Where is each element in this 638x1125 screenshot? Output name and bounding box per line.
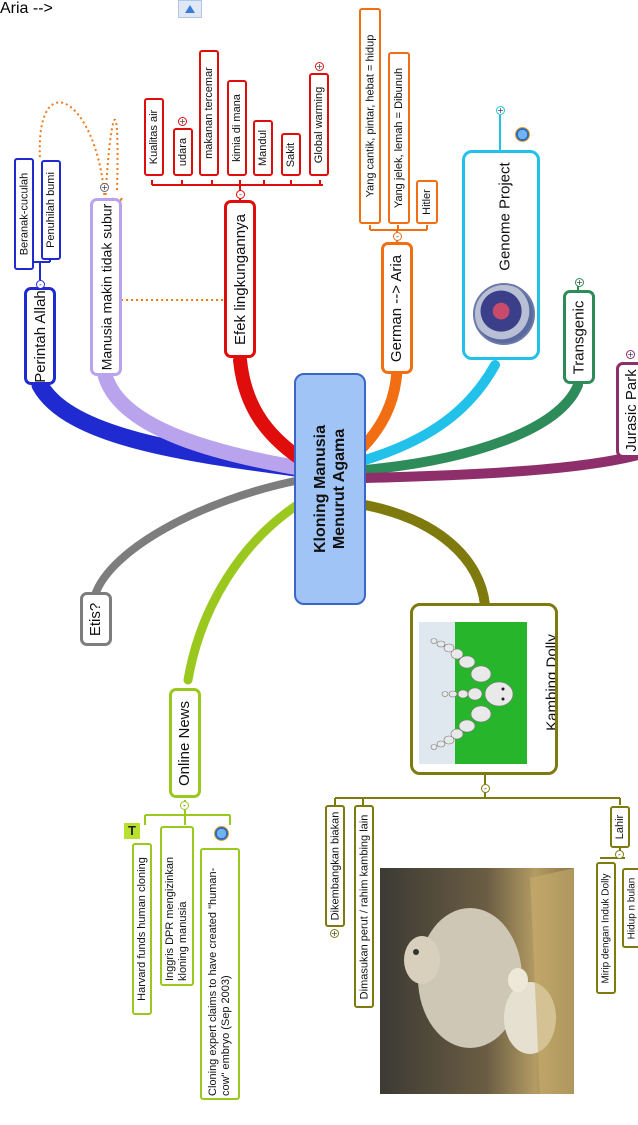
topic-etis-label: Etis? [87, 602, 105, 636]
subtopic-global-warming[interactable]: Global warming [309, 73, 329, 176]
topic-online-news[interactable]: Online News [169, 688, 201, 798]
subtopic-harvard-label: Harvard funds human cloning [136, 857, 149, 1001]
subtopic-beranak-cuculah[interactable]: Beranak-cuculah [14, 158, 34, 270]
topic-online-label: Online News [176, 700, 194, 786]
subtopic-yang-jelek[interactable]: Yang jelek, lemah = Dibunuh [388, 52, 410, 224]
expand-genome-icon[interactable]: + [496, 106, 505, 115]
subtopic-penuhilah-bumi[interactable]: Penuhilah bumi [41, 160, 61, 260]
topic-german-label: German --> Aria [388, 254, 406, 362]
sheep-illustration [404, 868, 574, 1094]
subtopic-kimia-di-mana[interactable]: kimia di mana [227, 80, 247, 176]
topic-genome-project[interactable]: Genome Project [462, 150, 540, 360]
subtopic-yang-cantik-label: Yang cantik, pintar, hebat = hidup [364, 34, 376, 198]
subtopic-dimasukan-label: Dimasukan perut / rahim kambing lain [358, 814, 371, 999]
subtopic-harvard[interactable]: Harvard funds human cloning [132, 843, 152, 1015]
topic-perintah-allah-label: Perintah Allah [31, 289, 49, 383]
expand-dikembangkan-icon[interactable]: + [330, 929, 339, 938]
expand-global-warming-icon[interactable]: + [315, 62, 324, 71]
subtopic-inggris-label: Inggris DPR mengizinkan kloning manusia [164, 856, 189, 981]
topic-etis[interactable]: Etis? [80, 592, 112, 646]
subtopic-hidup-label: Hidup n bulan [626, 877, 638, 939]
subtopic-mirip-label: Mirip dengan Induk Dolly [600, 872, 612, 984]
web-link-icon-2[interactable] [214, 826, 229, 841]
subtopic-kimia-label: kimia di mana [231, 94, 244, 162]
subtopic-hitler[interactable]: Hitler [416, 180, 438, 224]
genome-logo-icon [473, 283, 535, 345]
subtopic-sakit[interactable]: Sakit [281, 133, 301, 176]
dolly-clones-image [419, 622, 527, 764]
collapse-efek-icon[interactable]: - [236, 190, 245, 199]
subtopic-hidup-n-bulan[interactable]: Hidup n bulan [622, 868, 638, 948]
subtopic-makanan-label: makanan tercemar [203, 67, 215, 159]
subtopic-beranak-cuculah-label: Beranak-cuculah [18, 172, 30, 256]
topic-manusia-label: Manusia makin tidak subur [98, 203, 114, 371]
subtopic-cloning-label: Cloning expert claims to have created "h… [207, 867, 232, 1096]
collapse-online-icon[interactable]: - [180, 801, 189, 810]
collapse-german-icon[interactable]: - [393, 232, 402, 241]
subtopic-yang-cantik[interactable]: Yang cantik, pintar, hebat = hidup [359, 8, 381, 224]
topic-perintah-allah[interactable]: Perintah Allah [24, 287, 56, 385]
topic-jurasic-park[interactable]: Jurasic Park [616, 362, 638, 458]
topic-jurasic-label: Jurasic Park [622, 368, 638, 452]
topic-efek-label: Efek lingkungannya [231, 213, 249, 345]
subtopic-mandul[interactable]: Mandul [253, 120, 273, 176]
expand-udara-icon[interactable]: + [178, 117, 187, 126]
central-topic[interactable]: Kloning Manusia Menurut Agama [294, 373, 366, 605]
central-topic-line1: Kloning Manusia [312, 425, 329, 553]
subtopic-udara-label: udara [177, 137, 190, 167]
topic-manusia-makin-tidak-subur[interactable]: Manusia makin tidak subur [90, 198, 122, 376]
collapse-dolly-icon[interactable]: - [481, 784, 490, 793]
topic-transgenic[interactable]: Transgenic [563, 290, 595, 384]
topic-transgenic-label: Transgenic [570, 300, 588, 374]
subtopic-mirip-induk[interactable]: Mirip dengan Induk Dolly [596, 862, 616, 994]
dolly-sheep-photo [380, 868, 574, 1094]
subtopic-kualitas-air-label: Kualitas air [148, 109, 161, 165]
scroll-up-icon[interactable] [178, 0, 202, 18]
subtopic-sakit-label: Sakit [285, 142, 297, 167]
topic-german-aria[interactable]: German --> Aria [381, 242, 413, 374]
subtopic-udara[interactable]: udara [173, 128, 193, 176]
collapse-lahir-icon[interactable]: - [615, 850, 624, 859]
topic-dolly-label: Kambing Dolly [543, 634, 558, 731]
expand-transgenic-icon[interactable]: + [575, 278, 584, 287]
subtopic-makanan-tercemar[interactable]: makanan tercemar [199, 50, 219, 176]
subtopic-cloning-expert[interactable]: Cloning expert claims to have created "h… [200, 848, 240, 1100]
topic-genome-label: Genome Project [496, 162, 514, 271]
subtopic-hitler-label: Hitler [421, 189, 434, 215]
subtopic-penuhilah-bumi-label: Penuhilah bumi [45, 172, 57, 248]
subtopic-dikembangkan-label: Dikembangkan biakan [329, 811, 342, 921]
subtopic-inggris-dpr[interactable]: Inggris DPR mengizinkan kloning manusia [160, 826, 194, 986]
text-note-icon[interactable]: T [124, 823, 140, 839]
web-link-icon[interactable] [515, 127, 530, 142]
subtopic-yang-jelek-label: Yang jelek, lemah = Dibunuh [393, 67, 406, 209]
subtopic-mandul-label: Mandul [257, 129, 270, 167]
collapse-perintah-icon[interactable]: - [36, 280, 45, 289]
subtopic-dimasukan-perut[interactable]: Dimasukan perut / rahim kambing lain [354, 805, 374, 1008]
dolly-clones-illustration [419, 622, 514, 764]
subtopic-global-warming-label: Global warming [313, 86, 326, 163]
subtopic-kualitas-air[interactable]: Kualitas air [144, 98, 164, 176]
topic-efek-lingkungannya[interactable]: Efek lingkungannya [224, 200, 256, 358]
topic-kambing-dolly[interactable]: Kambing Dolly [410, 603, 558, 775]
central-topic-line2: Menurut Agama [331, 428, 348, 550]
expand-manusia-icon[interactable]: + [100, 183, 109, 192]
subtopic-dikembangkan-biakan[interactable]: Dikembangkan biakan [325, 805, 345, 927]
subtopic-lahir[interactable]: Lahir [610, 806, 630, 848]
subtopic-lahir-label: Lahir [614, 814, 626, 840]
expand-jurasic-icon[interactable]: + [626, 350, 635, 359]
